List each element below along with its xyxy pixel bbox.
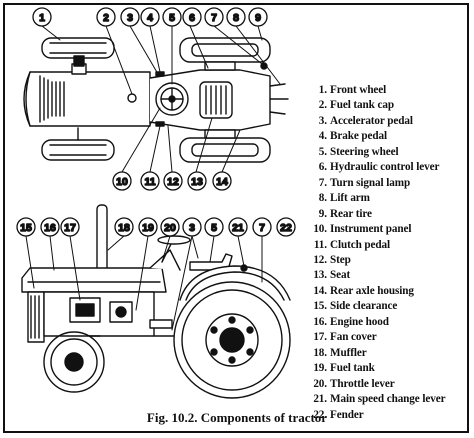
svg-text:22: 22 [280,222,292,234]
legend-item: 3.Accelerator pedal [318,114,413,127]
svg-text:13: 13 [191,176,203,188]
callouts-side-row: 15 16 17 18 19 20 3 5 21 7 22 [16,217,296,237]
callout-top-6: 6 [182,7,202,27]
callout-side-19: 19 [138,217,158,237]
legend-item: 6.Hydraulic control lever [318,161,440,174]
legend-item: 1.Front wheel [318,84,387,96]
callout-top-1: 1 [32,7,52,27]
legend-item: 14.Rear axle housing [313,284,414,297]
svg-text:2: 2 [103,12,109,24]
svg-text:14: 14 [216,176,228,188]
tractor-top-view [23,37,289,163]
svg-text:21: 21 [232,222,244,234]
callout-top-10: 10 [112,171,132,191]
svg-text:17: 17 [64,222,76,234]
svg-text:4: 4 [147,12,153,24]
callout-side-21: 21 [228,217,248,237]
legend-item: 13.Seat [313,269,351,282]
svg-text:20: 20 [164,222,176,234]
callout-top-3: 3 [120,7,140,27]
svg-text:6: 6 [189,12,195,24]
callout-side-5: 5 [204,217,224,237]
legend-item: 22.Fender [313,408,364,421]
callout-top-13: 13 [187,171,207,191]
figure-title: Components of tractor [200,410,328,425]
svg-text:7: 7 [211,12,217,24]
legend-item: 5.Steering wheel [318,145,399,158]
callout-top-11: 11 [140,171,160,191]
fuel-tank-cap-top [127,93,137,103]
svg-text:19: 19 [142,222,154,234]
callout-top-9: 9 [248,7,268,27]
svg-text:18: 18 [118,222,130,234]
svg-text:10: 10 [116,176,128,188]
callouts-top-lower-row: 10 11 12 13 14 [112,171,232,191]
exhaust-top [73,55,85,67]
callout-side-7: 7 [252,217,272,237]
svg-text:7: 7 [259,222,265,234]
side-leader-lines [25,235,263,331]
legend-item: 15.Side clearance [313,300,398,313]
callout-side-15: 15 [16,217,36,237]
legend-item: 20.Throttle lever [313,377,395,390]
legend-item: 10.Instrument panel [313,223,412,236]
front-wheel-lower [41,139,115,161]
top-leader-lines [41,25,281,173]
svg-text:9: 9 [255,12,261,24]
callout-top-12: 12 [163,171,183,191]
figure-caption: Fig. 10.2. Components of tractor [0,410,474,426]
callout-side-20: 20 [160,217,180,237]
rear-tire-lower [179,137,271,163]
svg-text:5: 5 [211,222,217,234]
rear-tire-upper [179,37,271,63]
callout-top-5: 5 [162,7,182,27]
tractor-side-view [21,204,291,399]
callout-top-14: 14 [212,171,232,191]
svg-text:5: 5 [169,12,175,24]
callout-side-22: 22 [276,217,296,237]
callout-top-8: 8 [226,7,246,27]
legend-item: 21.Main speed change lever [313,393,446,406]
callout-side-16: 16 [40,217,60,237]
legend-item: 8.Lift arm [318,192,370,205]
instrument-panel [149,249,181,271]
callout-side-17: 17 [60,217,80,237]
svg-text:12: 12 [167,176,179,188]
figure-number: Fig. 10.2. [146,410,198,425]
legend-item: 9.Rear tire [318,207,372,220]
svg-text:1: 1 [39,12,45,24]
front-wheel-upper [41,37,115,59]
legend-item: 19.Fuel tank [313,362,375,375]
steering-wheel-side [157,235,191,245]
callout-top-4: 4 [140,7,160,27]
step [149,319,173,329]
callout-top-7: 7 [204,7,224,27]
legend-item: 16.Engine hood [313,315,389,328]
legend-item: 17.Fan cover [313,331,377,344]
callout-side-18: 18 [114,217,134,237]
seat-side [189,253,233,271]
legend-item: 18.Muffler [313,346,367,359]
callout-side-3: 3 [182,217,202,237]
engine-hood-side [21,267,167,293]
callouts-top-row: 1 2 3 4 5 6 7 8 9 [32,7,268,27]
svg-text:3: 3 [127,12,133,24]
svg-text:3: 3 [189,222,195,234]
component-legend: 1.Front wheel 2.Fuel tank cap 3.Accelera… [305,83,471,423]
legend-item: 12.Step [313,253,351,266]
legend-item: 7.Turn signal lamp [318,176,411,189]
svg-text:16: 16 [44,222,56,234]
legend-item: 11.Clutch pedal [313,238,391,251]
legend-item: 2.Fuel tank cap [318,99,394,112]
svg-text:11: 11 [144,176,155,188]
svg-text:15: 15 [20,222,32,234]
svg-text:8: 8 [233,12,239,24]
callout-top-2: 2 [96,7,116,27]
legend-item: 4.Brake pedal [318,130,388,143]
